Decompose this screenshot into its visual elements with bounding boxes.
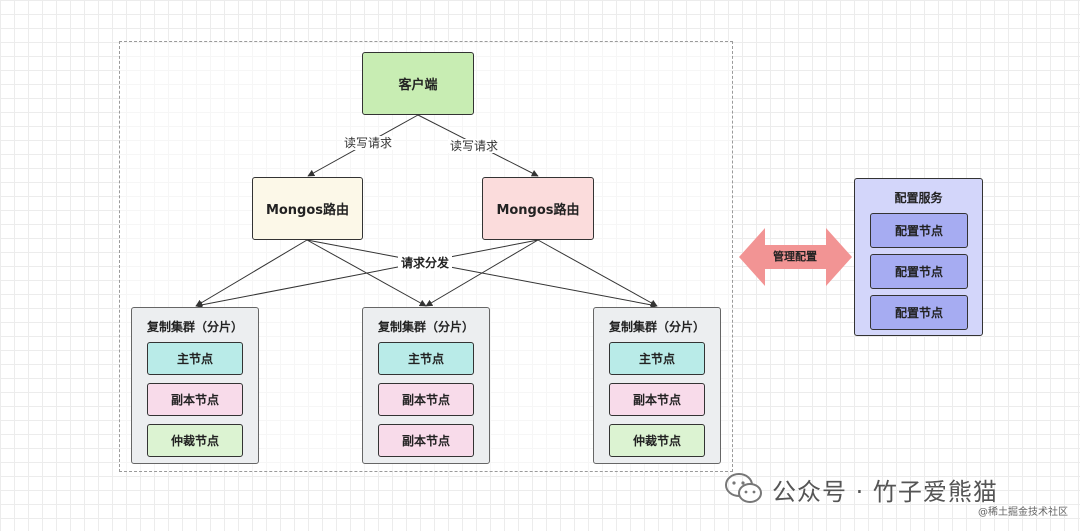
config-service-title: 配置服务 — [894, 191, 943, 205]
management-double-arrow — [739, 228, 852, 286]
config-node[interactable]: 配置节点 — [870, 213, 968, 248]
edge-router1-cluster1 — [195, 239, 308, 307]
watermark: 公众号 · 竹子爱熊猫 — [724, 472, 998, 506]
primary-node[interactable]: 主节点 — [609, 342, 705, 375]
secondary-node[interactable]: 副本节点 — [609, 383, 705, 416]
secondary-node[interactable]: 副本节点 — [147, 383, 243, 416]
watermark-text: 公众号 · 竹子爱熊猫 — [772, 477, 998, 506]
config-node[interactable]: 配置节点 — [870, 295, 968, 330]
primary-node[interactable]: 主节点 — [147, 342, 243, 375]
wechat-icon — [725, 473, 762, 503]
mongos-router-1[interactable]: Mongos路由 — [252, 177, 363, 240]
replica-set-cluster-3[interactable]: 复制集群（分片） 主节点 副本节点 仲裁节点 — [593, 307, 721, 464]
management-label: 管理配置 — [773, 250, 817, 263]
cluster-title: 复制集群（分片） — [377, 320, 474, 334]
router-label: Mongos路由 — [496, 203, 580, 218]
secondary-node[interactable]: 副本节点 — [378, 424, 474, 457]
config-node[interactable]: 配置节点 — [870, 254, 968, 289]
replica-set-cluster-1[interactable]: 复制集群（分片） 主节点 副本节点 仲裁节点 — [131, 307, 259, 464]
mongos-router-2[interactable]: Mongos路由 — [482, 177, 594, 240]
client-node[interactable]: 客户端 — [362, 52, 474, 115]
credit-text: @稀土掘金技术社区 — [978, 507, 1068, 518]
edge-router2-cluster2 — [425, 239, 539, 307]
arbiter-node[interactable]: 仲裁节点 — [147, 424, 243, 457]
dispatch-label: 请求分发 — [398, 255, 453, 271]
cluster-title: 复制集群（分片） — [608, 320, 705, 334]
router-label: Mongos路由 — [265, 203, 350, 218]
edge-router2-cluster3 — [537, 239, 658, 307]
request-label-right: 读写请求 — [448, 139, 501, 153]
arbiter-node[interactable]: 仲裁节点 — [609, 424, 705, 457]
cluster-title: 复制集群（分片） — [146, 320, 243, 334]
replica-set-cluster-2[interactable]: 复制集群（分片） 主节点 副本节点 副本节点 — [362, 307, 490, 464]
primary-node[interactable]: 主节点 — [378, 342, 474, 375]
request-label-left: 读写请求 — [342, 136, 395, 150]
config-service[interactable]: 配置服务 配置节点 配置节点 配置节点 — [854, 178, 983, 336]
edge-router2-cluster1 — [195, 239, 539, 309]
client-label: 客户端 — [398, 78, 438, 93]
secondary-node[interactable]: 副本节点 — [378, 383, 474, 416]
